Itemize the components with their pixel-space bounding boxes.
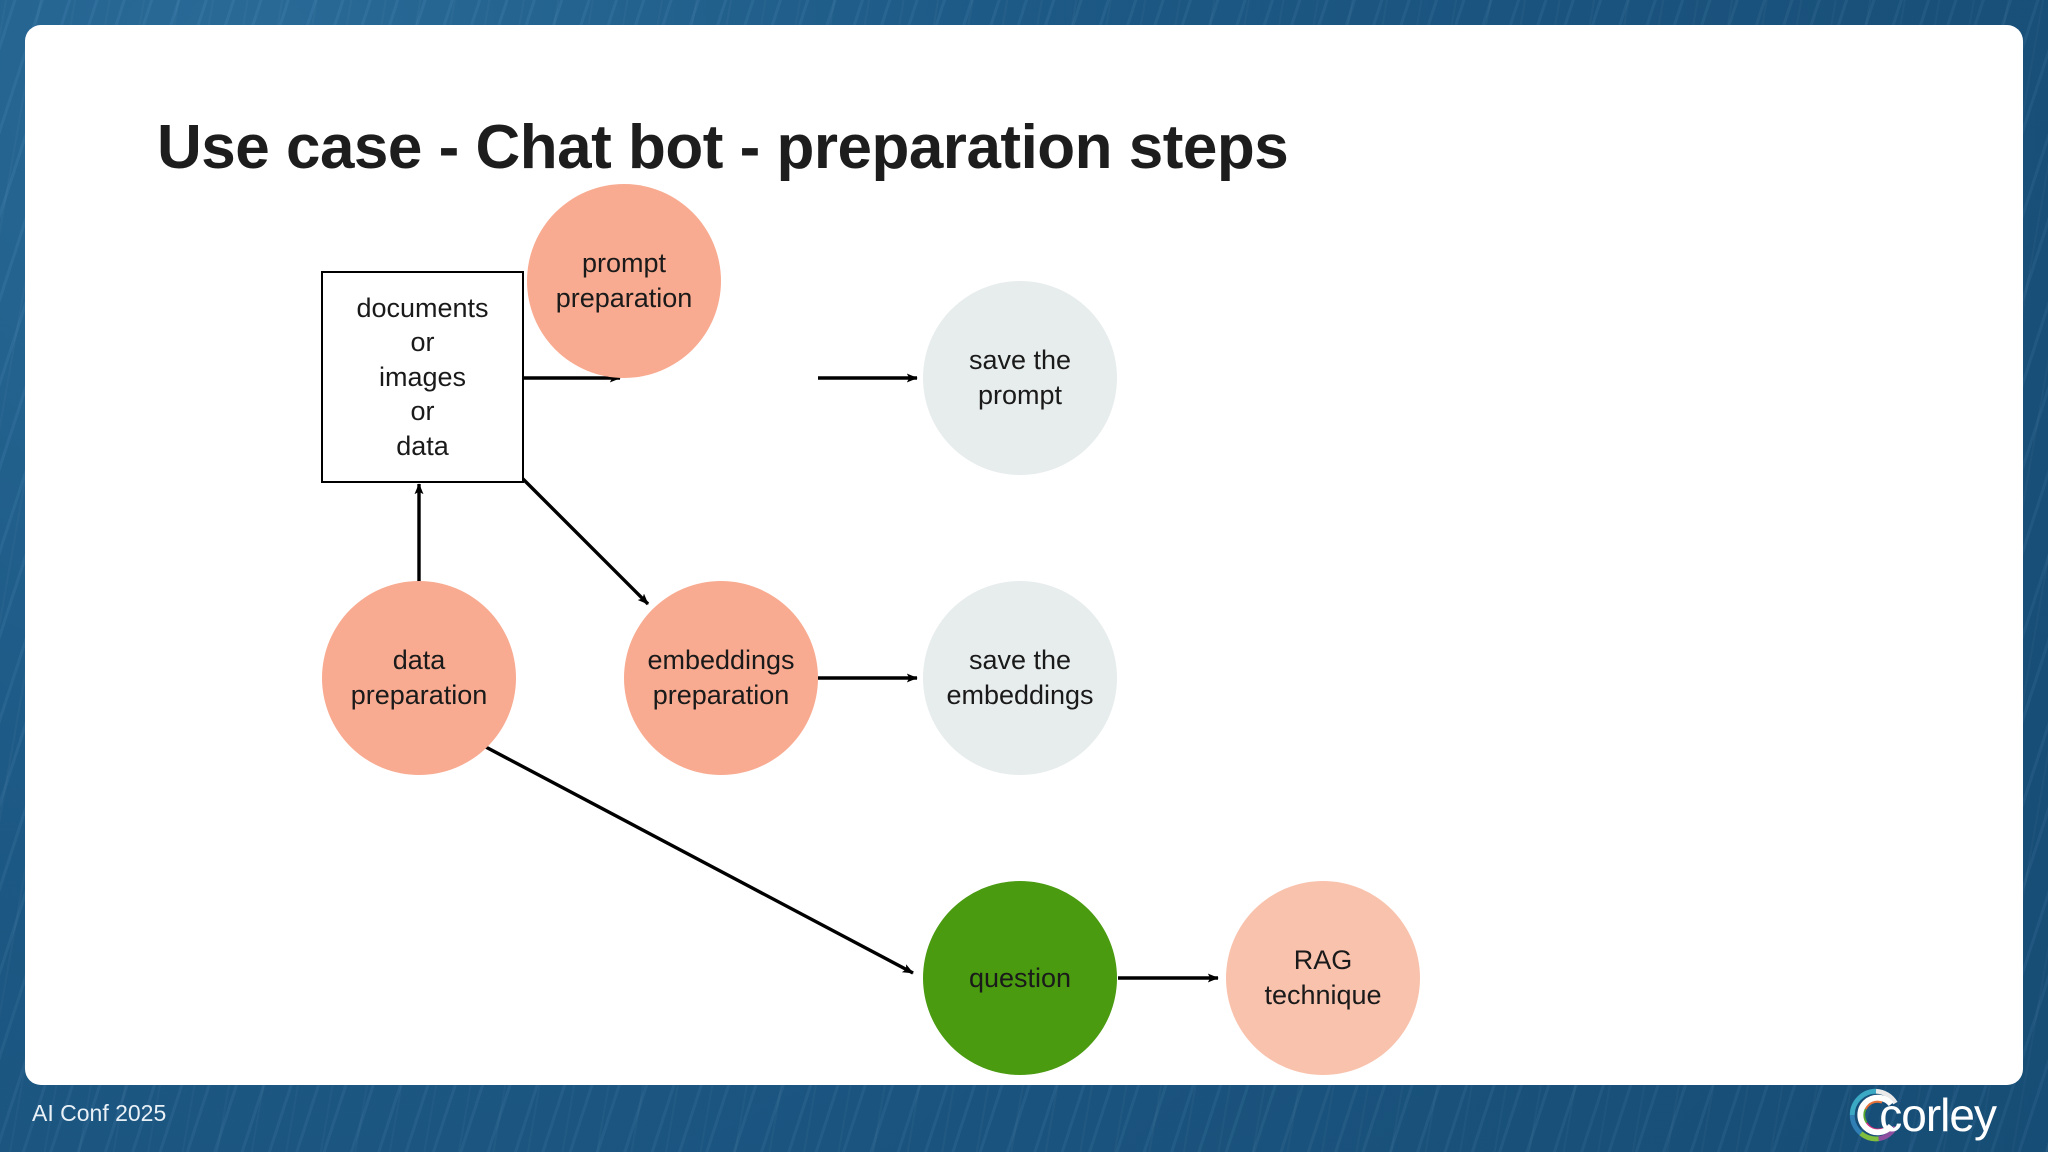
- brand-logo: corley: [1849, 1087, 2022, 1143]
- brand-logo-text: corley: [1879, 1089, 1997, 1141]
- page-title: Use case - Chat bot - preparation steps: [157, 113, 1289, 182]
- slide-content-card: [25, 25, 2023, 1085]
- footer-event-label: AI Conf 2025: [32, 1100, 167, 1126]
- corley-logo-icon: [1850, 1088, 1898, 1142]
